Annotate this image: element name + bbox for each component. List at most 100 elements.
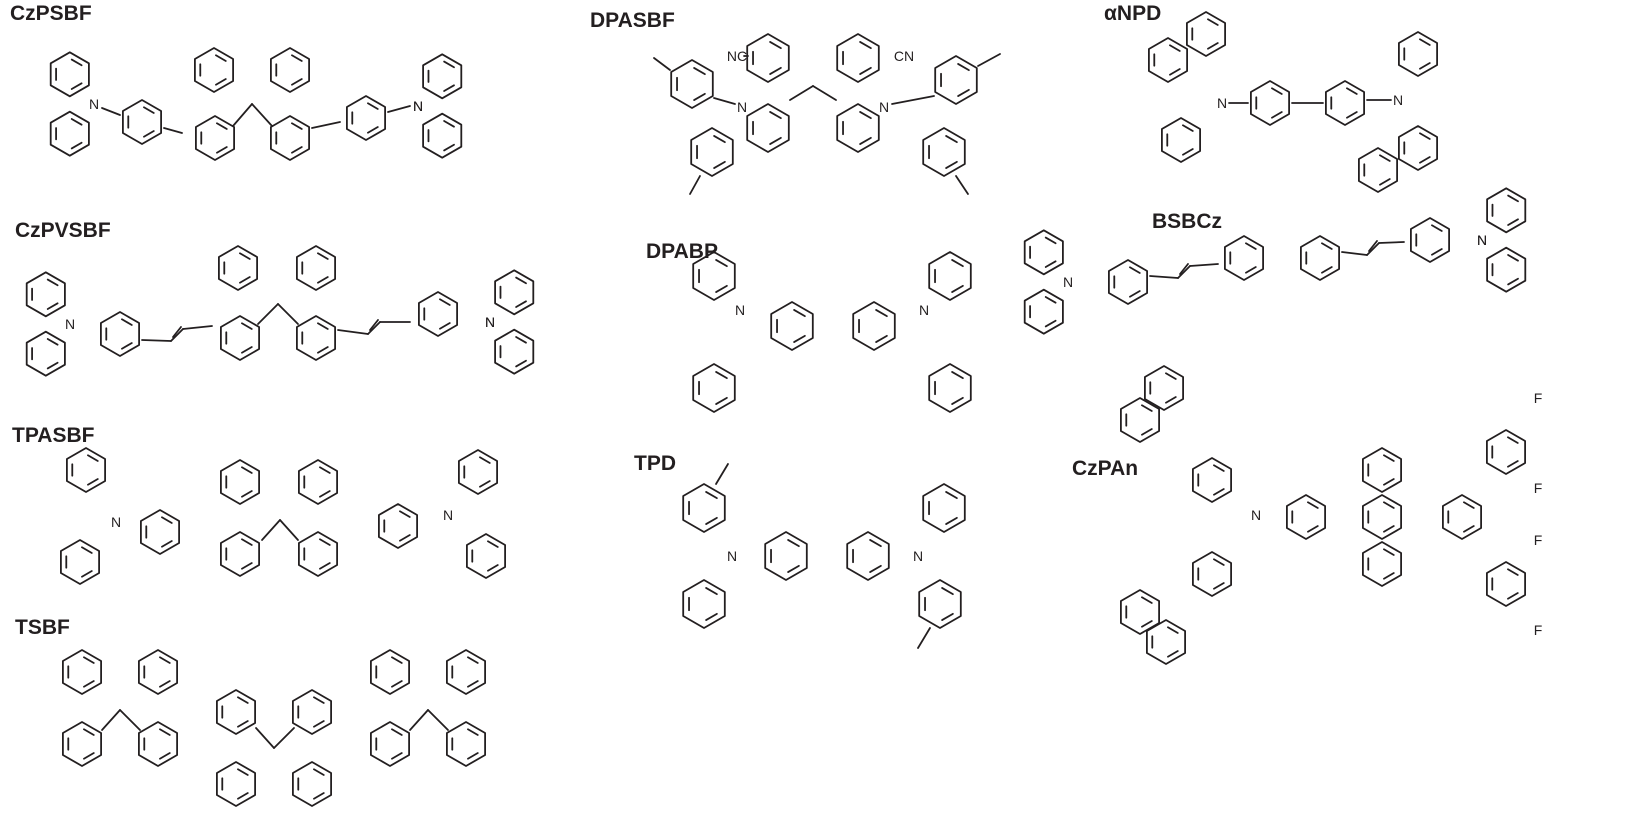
bond [487,564,499,572]
bond [1141,428,1153,436]
bond [427,709,449,731]
atom-label: N [413,98,423,114]
bond [409,709,429,731]
benzene-ring [746,33,790,83]
bond [313,696,325,704]
benzene-ring [1108,259,1148,305]
benzene-ring [1358,147,1398,193]
bond [87,478,99,486]
bond [1507,218,1519,226]
bond [653,57,671,71]
benzene-ring [1398,31,1438,77]
bond [1383,478,1395,486]
bond [101,107,121,116]
benzene-ring [194,115,236,161]
bond [83,728,95,736]
benzene-ring [682,579,726,629]
bond [479,480,491,488]
atom-label: NC [727,48,747,64]
benzene-ring [369,721,411,767]
bond [143,130,155,138]
bond [951,284,964,293]
label-czpan: CzPAn [1072,457,1138,480]
bond [1044,260,1057,268]
benzene-ring [682,483,726,533]
bond [859,136,872,145]
bond [313,768,325,776]
bond [241,346,253,354]
bond [875,309,888,318]
bond [1368,240,1378,252]
benzene-ring [1224,235,1264,281]
benzene-ring [692,251,736,301]
bond [232,103,253,127]
bond [1431,224,1443,232]
benzene-ring [122,99,163,145]
bond [951,396,964,405]
bond [70,118,83,126]
bond [693,92,706,101]
bond [1383,501,1395,509]
bond [159,728,171,736]
bond [713,160,726,169]
bond [941,587,954,596]
bond [705,612,718,621]
benzene-ring [934,55,978,105]
bond [81,570,93,578]
bond [479,456,491,464]
benzene-ring [193,47,235,93]
bond [241,538,253,546]
bond [277,303,299,325]
bond [257,303,279,325]
bond [769,136,782,145]
bond [261,519,281,541]
bond [689,175,701,195]
benzene-ring [369,649,411,695]
bond [693,67,706,76]
bond [713,135,726,144]
bond [439,322,451,330]
bond [467,728,479,736]
bond [1207,42,1219,50]
benzene-ring [66,447,106,493]
benzene-ring [928,363,972,413]
bond [319,562,331,570]
benzene-ring [465,533,507,579]
bond [1165,372,1177,380]
label-tpasbf: TPASBF [12,424,95,447]
bond [443,84,455,92]
benzene-ring [291,689,333,735]
bond [399,534,411,542]
bond [1321,266,1333,274]
benzene-ring [215,761,257,807]
bond [70,82,83,90]
atom-label: N [1251,507,1261,523]
bond [715,259,728,268]
bond [1419,38,1431,46]
benzene-ring [445,649,487,695]
bond [317,346,329,354]
bond [1507,254,1519,262]
benzene-ring [62,721,102,767]
bond [1346,111,1358,119]
bond [787,539,800,548]
bond [237,720,249,728]
bond [467,680,479,688]
bond [1141,404,1153,412]
bond [81,546,93,554]
bond [215,78,227,86]
benzene-ring [670,59,714,109]
bond [1321,242,1333,250]
bond [387,105,411,113]
benzene-ring [1161,117,1201,163]
bond [769,111,782,120]
bond [170,328,184,342]
bond [1366,242,1380,256]
structure-tsbf [62,649,487,807]
bond [237,792,249,800]
structure-bsbcz: NNN [1023,187,1527,335]
bond [1383,572,1395,580]
bond [1044,236,1057,245]
bond [1379,154,1391,162]
